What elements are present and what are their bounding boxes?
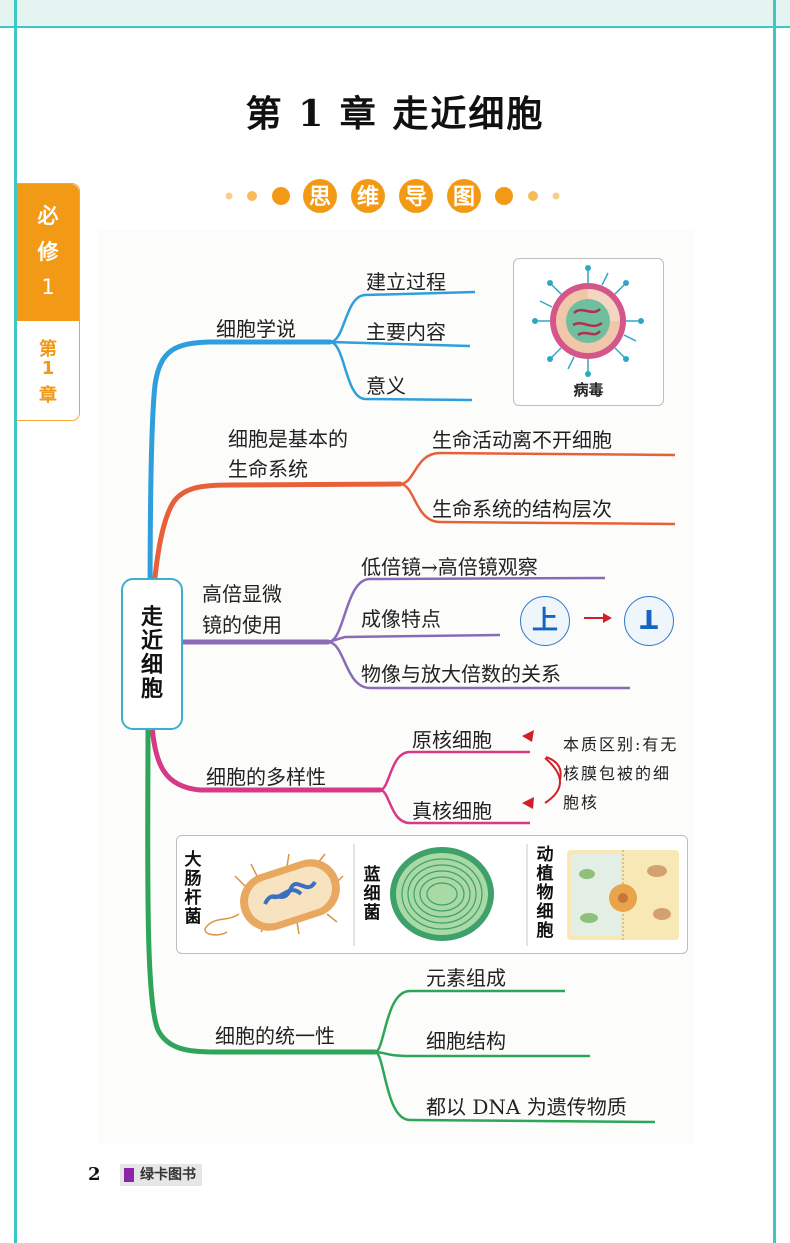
leaf-node: 元素组成 bbox=[426, 966, 506, 990]
ecoli-label: 大 肠 杆 菌 bbox=[184, 850, 202, 927]
branch-cell-theory: 细胞学说 bbox=[216, 317, 296, 341]
virus-illustration-icon bbox=[532, 265, 644, 377]
inverted-char: ꓕ bbox=[640, 606, 658, 636]
plant-animal-cell-icon bbox=[567, 850, 679, 940]
side-tab-book bbox=[17, 184, 79, 321]
sub-line bbox=[329, 340, 471, 348]
page-frame-right bbox=[773, 0, 776, 1243]
banner-char: 图 bbox=[453, 185, 475, 210]
mindmap-root: 走 近 细 胞 bbox=[121, 578, 183, 730]
banner-char-bg-3 bbox=[399, 179, 433, 213]
cyanobacteria-icon bbox=[390, 847, 494, 941]
sub-line bbox=[374, 1050, 656, 1124]
banner-char: 思 bbox=[309, 185, 331, 210]
root-char: 胞 bbox=[140, 677, 163, 702]
sub-line bbox=[399, 482, 676, 526]
branch-life-system-line1: 细胞是基本的 bbox=[228, 427, 348, 451]
leaf-node: 原核细胞 bbox=[412, 728, 492, 752]
leaf-node: 物像与放大倍数的关系 bbox=[361, 662, 561, 686]
side-tab-chapter-char: 第 bbox=[39, 339, 57, 360]
leaf-node: 生命系统的结构层次 bbox=[432, 497, 612, 521]
brand-label: 绿卡图书 bbox=[120, 1164, 202, 1186]
sub-line bbox=[329, 290, 476, 344]
root-char: 走 bbox=[140, 605, 163, 630]
sub-line bbox=[329, 340, 473, 402]
leaf-node: 真核细胞 bbox=[412, 799, 492, 823]
branch-line-unity bbox=[145, 724, 378, 1055]
root-char: 细 bbox=[140, 653, 163, 678]
upright-char: 上 bbox=[531, 606, 558, 636]
chapter-title: 第 1 章 走近细胞 bbox=[245, 93, 545, 135]
sub-line bbox=[379, 788, 530, 825]
mindmap-banner: 思 维 导 图 bbox=[225, 179, 560, 213]
difference-annotation: 本质区别:有无 核膜包被的细 胞核 bbox=[563, 730, 698, 817]
comparison-arc bbox=[544, 757, 561, 804]
sub-line bbox=[399, 451, 676, 486]
leaf-node: 低倍镜→高倍镜观察 bbox=[361, 555, 538, 579]
branch-life-system-line2: 生命系统 bbox=[228, 457, 308, 481]
leaf-node: 都以 DNA 为遗传物质 bbox=[426, 1095, 627, 1119]
leaf-node: 主要内容 bbox=[366, 320, 446, 344]
brand-logo-icon bbox=[124, 1168, 134, 1182]
banner-dot-icon bbox=[552, 192, 560, 200]
banner-char: 维 bbox=[357, 184, 379, 210]
banner-dot-icon bbox=[528, 191, 538, 201]
inverted-image-circle: ꓕ bbox=[624, 596, 674, 646]
side-tab-chapter-char: 章 bbox=[39, 385, 57, 406]
banner-dot-icon bbox=[247, 191, 257, 201]
banner-char-bg-1 bbox=[303, 179, 337, 213]
cyanobacteria-label: 蓝 细 菌 bbox=[363, 865, 381, 923]
banner-char-bg-2 bbox=[351, 179, 385, 213]
arrow-head-icon bbox=[522, 730, 534, 742]
plant-animal-cell-label: 动 植 物 细 胞 bbox=[536, 845, 554, 941]
side-tab-book-char: 必 bbox=[37, 204, 59, 228]
annotation-line: 胞核 bbox=[563, 793, 600, 812]
side-tab[interactable]: 必 bbox=[17, 183, 80, 421]
page-number: 2 bbox=[88, 1164, 101, 1185]
branch-diversity: 细胞的多样性 bbox=[206, 765, 326, 789]
sub-line bbox=[327, 640, 630, 690]
leaf-node: 建立过程 bbox=[366, 270, 446, 294]
branch-line-diversity bbox=[149, 722, 383, 793]
arrow-head-icon bbox=[603, 613, 612, 623]
banner-dot-icon bbox=[495, 187, 513, 205]
arrow-head-icon bbox=[522, 797, 534, 809]
branch-microscope-line1: 高倍显微 bbox=[202, 582, 282, 606]
leaf-node: 成像特点 bbox=[361, 607, 441, 631]
banner-dot-icon bbox=[272, 187, 290, 205]
sub-line bbox=[327, 633, 501, 644]
sub-line bbox=[374, 989, 565, 1054]
side-tab-book-char: 1 bbox=[41, 275, 55, 299]
annotation-line: 本质区别:有无 bbox=[563, 735, 679, 754]
branch-line-cell-theory bbox=[147, 339, 333, 643]
side-tab-chapter-char: 1 bbox=[41, 358, 55, 379]
root-char: 近 bbox=[140, 629, 163, 654]
banner-char: 导 bbox=[405, 185, 427, 210]
upright-image-circle: 上 bbox=[520, 596, 570, 646]
branch-unity: 细胞的统一性 bbox=[215, 1024, 335, 1048]
side-tab-book-char: 修 bbox=[37, 240, 59, 264]
cell-illustrations bbox=[204, 844, 679, 946]
ecoli-icon bbox=[204, 853, 344, 936]
leaf-node: 意义 bbox=[366, 374, 406, 398]
cell-types-panel bbox=[176, 835, 688, 954]
branch-microscope-line2: 镜的使用 bbox=[202, 613, 282, 637]
virus-label: 病毒 bbox=[573, 381, 604, 399]
leaf-node: 生命活动离不开细胞 bbox=[432, 428, 612, 452]
banner-char-bg-4 bbox=[447, 179, 481, 213]
sub-line bbox=[379, 750, 530, 792]
banner-dot-icon bbox=[225, 192, 233, 200]
brand-text: 绿卡图书 bbox=[140, 1167, 196, 1183]
leaf-node: 细胞结构 bbox=[426, 1029, 506, 1053]
page-frame-left bbox=[14, 0, 17, 1243]
virus-image-panel bbox=[513, 258, 664, 406]
annotation-line: 核膜包被的细 bbox=[563, 764, 672, 783]
top-band bbox=[0, 0, 790, 28]
